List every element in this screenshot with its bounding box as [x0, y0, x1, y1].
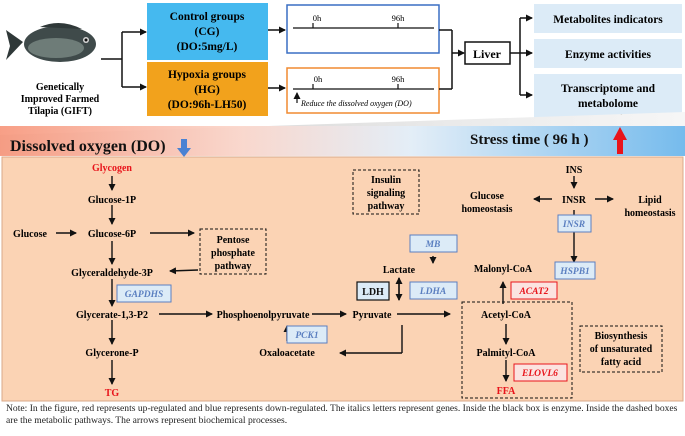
gene-box-elovl6	[513, 363, 568, 382]
node-glucose-homeostasis-line-2: homeostasis	[461, 204, 512, 215]
banner-dissolved-oxygen: Dissolved oxygen (DO)	[10, 138, 166, 155]
gene-box-pck1	[286, 325, 328, 344]
pathway-box-fatty-acid-synthesis	[461, 301, 573, 399]
output-enzyme-label: Enzyme activities	[565, 49, 651, 61]
control-group-condition: (DO:5mg/L)	[177, 41, 238, 53]
stress-up-arrow-icon	[613, 127, 627, 154]
liver-bracket	[439, 29, 465, 90]
gene-box-gapdhs	[116, 284, 172, 303]
control-group-box	[147, 3, 268, 60]
gene-gapdhs: GAPDHS	[125, 290, 164, 300]
pathway-box-insulin	[352, 169, 420, 215]
hypoxia-group-abbr: (HG)	[194, 84, 220, 96]
control-timeline-box	[286, 4, 440, 54]
control-timeline-end-label: 96h	[392, 13, 406, 23]
liver-label: Liver	[473, 47, 502, 61]
hypoxia-timeline-box	[286, 67, 440, 114]
pathway-insulin-line-3: pathway	[368, 201, 405, 212]
node-glyceraldehyde-3p: Glyceraldehyde-3P	[71, 268, 153, 279]
node-glycerone-p: Glycerone-P	[85, 348, 138, 359]
hypoxia-timeline-start-label: 0h	[314, 74, 323, 84]
output-sequencing-label-text: Transcriptome and	[561, 83, 656, 95]
gene-ldha: LDHA	[419, 287, 446, 297]
node-glucose-homeostasis-line-1: Glucose	[470, 191, 504, 202]
gene-mb: MB	[425, 240, 441, 250]
node-ins: INS	[566, 165, 583, 176]
gene-box-hspb1	[554, 261, 596, 280]
pathway-arrows	[56, 176, 614, 385]
node-tg: TG	[105, 388, 120, 399]
gene-acat2: ACAT2	[518, 287, 548, 297]
node-pyruvate: Pyruvate	[353, 310, 392, 321]
gene-pck1: PCK1	[295, 331, 318, 341]
gene-box-acat2	[510, 281, 558, 300]
fish-illustration	[6, 22, 96, 62]
pathway-insulin-line-2: signaling	[367, 188, 405, 199]
control-group-name: Control groups	[170, 11, 245, 23]
outputs-bracket	[510, 14, 533, 99]
node-glucose-1p: Glucose-1P	[88, 195, 136, 206]
pathway-biosynthesis-line-2: of unsaturated	[590, 344, 653, 355]
gene-insr: INSR	[562, 220, 585, 230]
do-down-arrow-icon	[177, 139, 191, 157]
hypoxia-group-box	[147, 62, 268, 116]
hypoxia-group-name: Hypoxia groups	[168, 69, 247, 81]
pathway-biosynthesis-line-1: Biosynthesis	[595, 331, 648, 342]
pathway-pentose-line-3: pathway	[215, 261, 252, 272]
group-bracket	[101, 28, 147, 91]
node-insr: INSR	[562, 195, 587, 206]
fish-caption-line-2: Improved Farmed	[21, 94, 100, 105]
node-palmityl-coa: Palmityl-CoA	[477, 348, 537, 359]
control-timeline-start-label: 0h	[313, 13, 322, 23]
fish-caption-line-1: Genetically	[36, 82, 84, 93]
hypoxia-group-condition: (DO:96h-LH50)	[168, 99, 247, 111]
pathway-pentose-line-1: Pentose	[217, 235, 250, 246]
pathway-box-pentose	[199, 228, 267, 275]
banner-stress-time: Stress time ( 96 h )	[470, 132, 588, 148]
node-glycogen: Glycogen	[92, 163, 132, 174]
enzyme-ldh: LDH	[362, 287, 384, 298]
node-lactate: Lactate	[383, 265, 416, 276]
node-acetyl-coa: Acetyl-CoA	[481, 310, 532, 321]
do-stress-banner	[0, 126, 685, 156]
gene-hspb1: HSPB1	[559, 267, 590, 277]
output-sequencing-label-line-2: metabolome	[578, 98, 638, 110]
pathway-insulin-line-1: Insulin	[371, 175, 401, 186]
fish-caption-line-3: Tilapia (GIFT)	[28, 106, 92, 117]
gene-elovl6: ELOVL6	[521, 369, 558, 379]
node-malonyl-coa: Malonyl-CoA	[474, 264, 533, 275]
control-group-abbr: (CG)	[195, 26, 220, 38]
node-glycerate: Glycerate-1,3-P2	[76, 310, 148, 321]
node-lipid-homeostasis-line-2: homeostasis	[624, 208, 675, 219]
output-metabolites-label: Metabolites indicators	[553, 14, 663, 26]
output-box-enzyme	[534, 39, 682, 68]
hypoxia-timeline-end-label: 96h	[392, 74, 406, 84]
node-glucose: Glucose	[13, 229, 47, 240]
pathway-pentose-line-2: phosphate	[211, 248, 255, 259]
output-box-metabolites	[534, 4, 682, 33]
reduce-do-note: Reduce the dissolved oxygen (DO)	[300, 99, 412, 108]
enzyme-box-ldh	[356, 281, 390, 301]
node-glucose-6p: Glucose-6P	[88, 229, 136, 240]
node-phosphoenolpyruvate: Phosphoenolpyruvate	[217, 310, 310, 321]
gene-box-mb	[409, 234, 458, 253]
node-lipid-homeostasis-line-1: Lipid	[638, 195, 662, 206]
figure-note: Note: In the figure, red represents up-r…	[6, 403, 678, 426]
pathway-biosynthesis-line-3: fatty acid	[601, 357, 642, 368]
gene-box-ldha	[409, 281, 458, 300]
node-ffa: FFA	[497, 386, 516, 397]
pathway-box-biosynthesis	[579, 325, 663, 373]
gene-box-insr	[557, 214, 592, 233]
node-oxaloacetate: Oxaloacetate	[259, 348, 315, 359]
